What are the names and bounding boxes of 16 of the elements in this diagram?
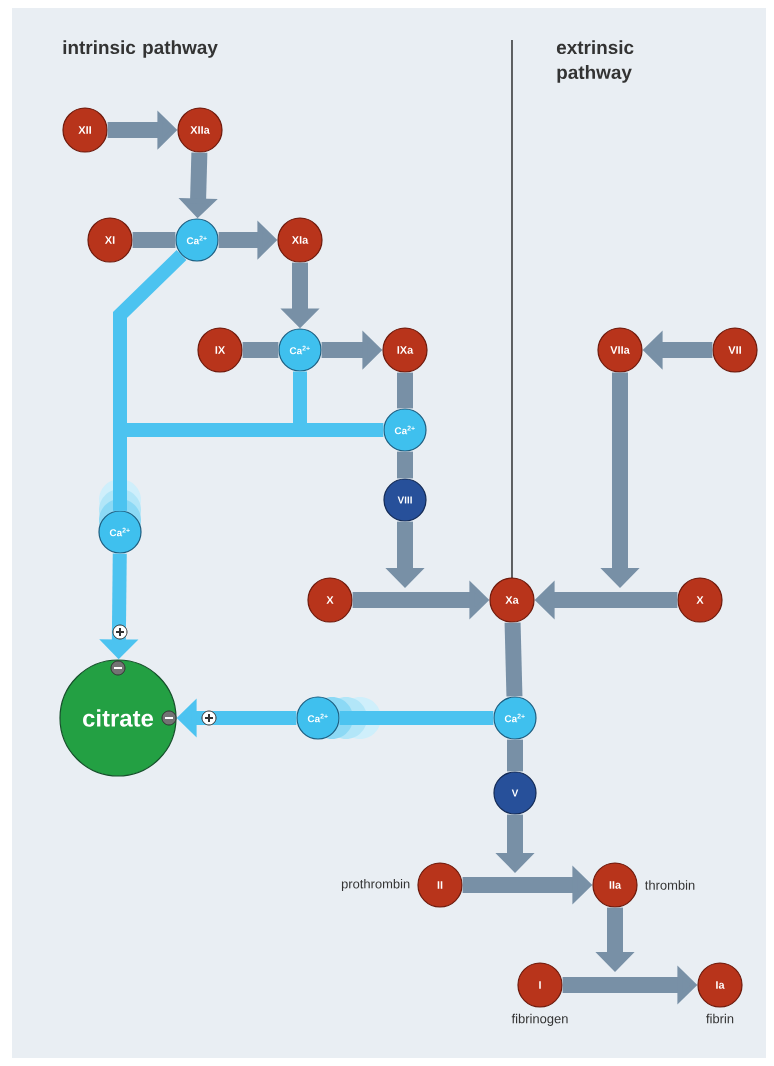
connector [113, 423, 384, 511]
factor-name: thrombin [645, 880, 695, 890]
connector [132, 232, 176, 248]
factor-name: prothrombin [341, 878, 410, 892]
connector [504, 622, 523, 697]
connector [507, 739, 523, 772]
node-label: Ca$^{2+}$ [109, 527, 130, 537]
connector [397, 451, 413, 479]
factor-name: fibrin [706, 1013, 734, 1024]
pathway-heading: intrinsic pathway [63, 40, 218, 58]
node-label: Ca$^{2+}$ [307, 713, 328, 723]
pathway-heading: extrinsic pathway [556, 40, 634, 83]
factor-name: fibrinogen [511, 1013, 568, 1026]
connector [339, 711, 494, 725]
connector [242, 342, 279, 358]
connector [397, 372, 413, 409]
